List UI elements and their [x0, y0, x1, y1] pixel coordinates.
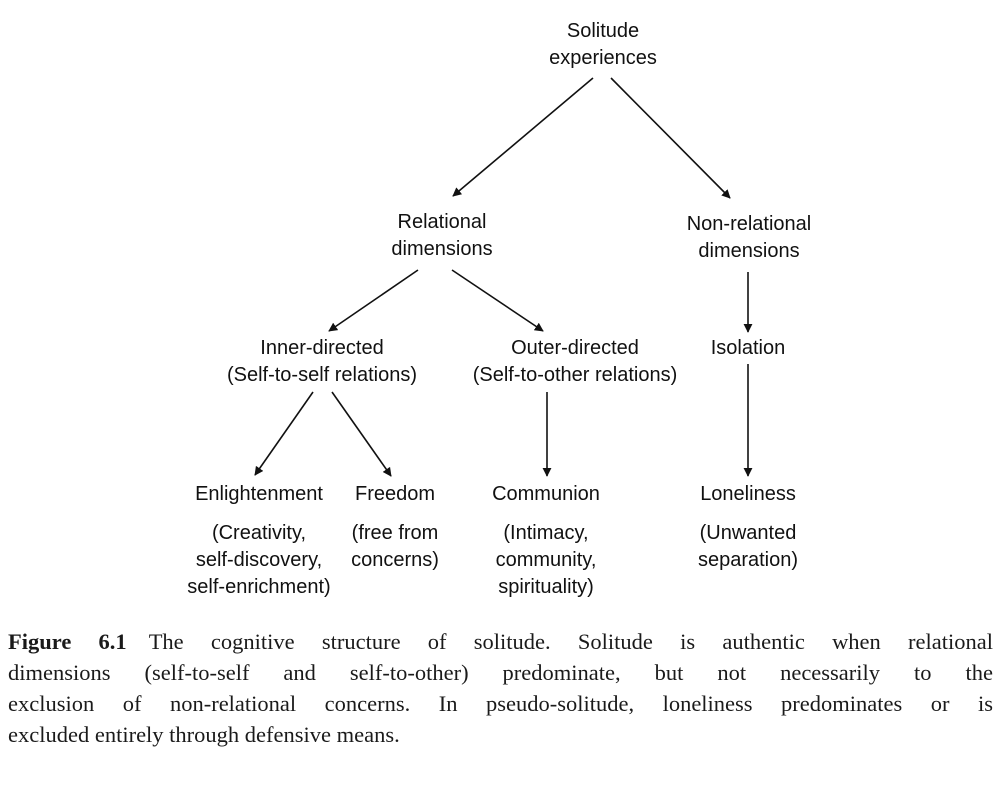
node-non-relational-dimensions: Non-relational dimensions — [649, 211, 849, 265]
solitude-structure-diagram: Solitude experiences Relational dimensio… — [159, 18, 849, 601]
node-label-line: Communion — [492, 483, 600, 505]
arrow-root-to-relational — [452, 77, 594, 197]
node-freedom-description: (free from concerns) — [340, 520, 450, 574]
node-label-line: Enlightenment — [195, 483, 323, 505]
description-line: (Unwanted — [699, 522, 797, 544]
description-line: (Intimacy, — [503, 522, 589, 544]
caption-text: The cognitive structure of solitude. Sol… — [148, 629, 993, 654]
node-loneliness-description: (Unwanted separation) — [668, 520, 828, 574]
node-inner-directed: Inner-directed (Self-to-self relations) — [192, 335, 452, 389]
figure-label: Figure 6.1 — [8, 629, 127, 654]
node-label-line: dimensions — [698, 240, 800, 262]
figure-caption: Figure 6.1 The cognitive structure of sol… — [8, 626, 993, 750]
node-label-line: experiences — [549, 47, 657, 69]
description-line: community, — [495, 549, 597, 571]
description-line: self-discovery, — [195, 549, 323, 571]
node-label-line: Non-relational — [686, 213, 812, 235]
node-label-line: (Self-to-self relations) — [226, 364, 418, 386]
description-line: separation) — [697, 549, 799, 571]
node-isolation: Isolation — [668, 335, 828, 362]
arrow-root-to-non-relational — [610, 77, 731, 199]
node-label-line: Inner-directed — [260, 337, 384, 359]
node-label-line: (Self-to-other relations) — [472, 364, 678, 386]
node-freedom: Freedom — [340, 481, 450, 508]
node-enlightenment-description: (Creativity, self-discovery, self-enrich… — [159, 520, 359, 601]
arrow-inner-to-enlightenment — [254, 391, 314, 476]
diagram-arrows — [254, 77, 753, 477]
arrow-inner-to-freedom — [331, 391, 392, 477]
description-line: self-enrichment) — [187, 576, 331, 598]
arrow-relational-to-inner — [328, 269, 419, 332]
node-label-line: dimensions — [391, 238, 493, 260]
node-loneliness: Loneliness — [668, 481, 828, 508]
node-label-line: Relational — [397, 211, 487, 233]
node-communion: Communion — [466, 481, 626, 508]
node-communion-description: (Intimacy, community, spirituality) — [466, 520, 626, 601]
node-outer-directed: Outer-directed (Self-to-other relations) — [445, 335, 705, 389]
node-label-line: Outer-directed — [511, 337, 639, 359]
caption-line: excluded entirely through defensive mean… — [8, 722, 400, 747]
caption-line: Figure 6.1 The cognitive structure of sol… — [8, 626, 993, 657]
description-line: (free from — [351, 522, 439, 544]
node-label-line: Freedom — [354, 483, 436, 505]
description-line: (Creativity, — [211, 522, 307, 544]
node-solitude-experiences: Solitude experiences — [503, 18, 703, 72]
caption-line: dimensions (self-to-self and self-to-oth… — [8, 660, 993, 685]
node-relational-dimensions: Relational dimensions — [342, 209, 542, 263]
arrow-relational-to-outer — [451, 269, 544, 332]
description-line: spirituality) — [498, 576, 594, 598]
node-label-line: Isolation — [710, 337, 786, 359]
caption-line: exclusion of non-relational concerns. In… — [8, 691, 993, 716]
node-label-line: Loneliness — [700, 483, 796, 505]
description-line: concerns) — [351, 549, 439, 571]
node-label-line: Solitude — [566, 20, 640, 42]
node-enlightenment: Enlightenment — [169, 481, 349, 508]
